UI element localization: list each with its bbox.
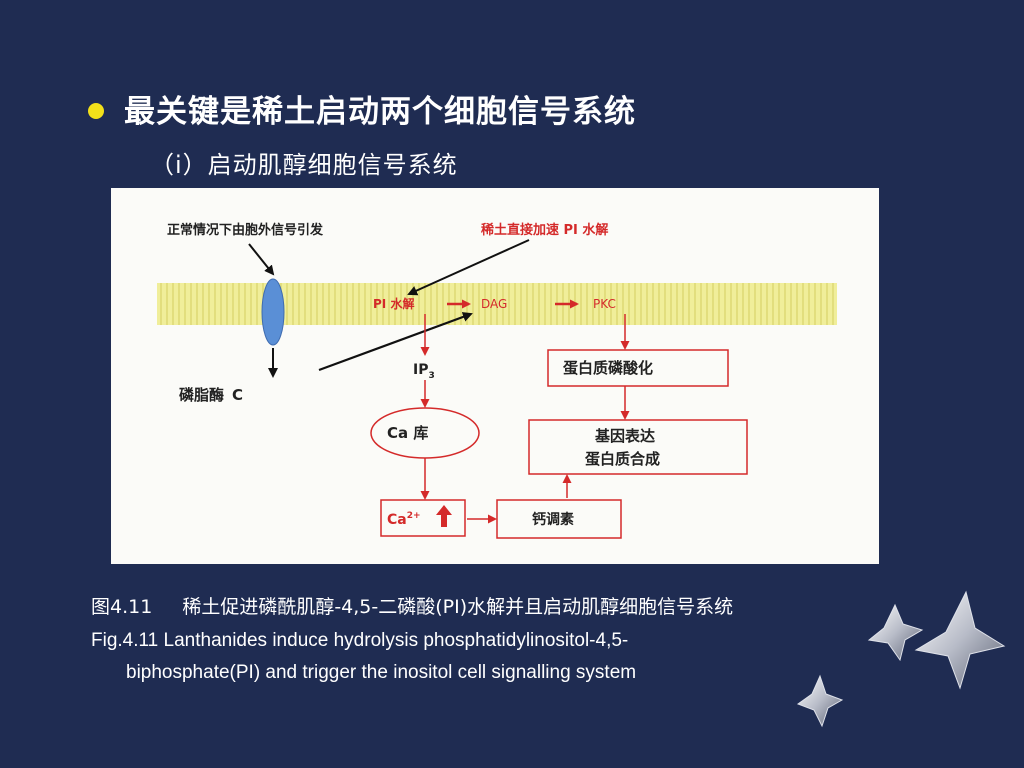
arrow-up-icon: [436, 505, 452, 527]
label-ip3: IP3: [413, 362, 435, 381]
arrow-normal-signal: [248, 243, 275, 276]
phospholipase-c-enzyme: [261, 278, 285, 346]
box-calmodulin: [496, 499, 622, 539]
box-protein-phosphorylation: [547, 349, 729, 387]
caption-chinese: 图4.11 稀土促进磷酰肌醇-4,5-二磷酸(PI)水解并且启动肌醇细胞信号系统: [91, 592, 733, 619]
label-pi-hydrolysis: PI 水解: [373, 296, 414, 311]
label-protein-synthesis: 蛋白质合成: [585, 450, 660, 468]
slide-subheading: （i）启动肌醇细胞信号系统: [150, 151, 458, 179]
star-icon-medium: [867, 603, 924, 662]
label-ca-store: Ca 库: [387, 424, 428, 442]
label-pkc: PKC: [593, 297, 616, 311]
label-gene-expression: 基因表达: [594, 427, 655, 445]
box-gene-expression: [528, 419, 748, 475]
label-dag: DAG: [481, 297, 507, 311]
bullet-dot: [88, 102, 104, 119]
arrow-to-membrane: [318, 312, 473, 372]
star-icon-large: [914, 590, 1006, 690]
label-calmodulin: 钙调素: [532, 511, 574, 528]
bullet-row: 最关键是稀土启动两个细胞信号系统: [88, 86, 636, 131]
signalling-diagram: 正常情况下由胞外信号引发 稀土直接加速 PI 水解 PI 水解 DAG PKC …: [111, 188, 879, 564]
arrow-rare-earth-pi: [407, 239, 530, 296]
label-ca-ion: Ca2+: [387, 511, 421, 528]
star-icon-small: [796, 674, 844, 728]
box-ca-ion: [380, 499, 466, 537]
label-protein-phosphorylation: 蛋白质磷酸化: [563, 359, 653, 377]
diagram-canvas: 正常情况下由胞外信号引发 稀土直接加速 PI 水解 PI 水解 DAG PKC …: [157, 222, 837, 539]
label-normal-signal: 正常情况下由胞外信号引发: [167, 222, 324, 238]
caption-english-line1: Fig.4.11 Lanthanides induce hydrolysis p…: [91, 630, 629, 651]
caption-english-line2: biphosphate(PI) and trigger the inositol…: [126, 662, 637, 683]
caption-cn-text: 稀土促进磷酰肌醇-4,5-二磷酸(PI)水解并且启动肌醇细胞信号系统: [182, 596, 734, 618]
label-rare-earth: 稀土直接加速 PI 水解: [481, 222, 608, 238]
slide-heading: 最关键是稀土启动两个细胞信号系统: [124, 94, 636, 130]
caption-cn-number: 图4.11: [91, 596, 153, 618]
